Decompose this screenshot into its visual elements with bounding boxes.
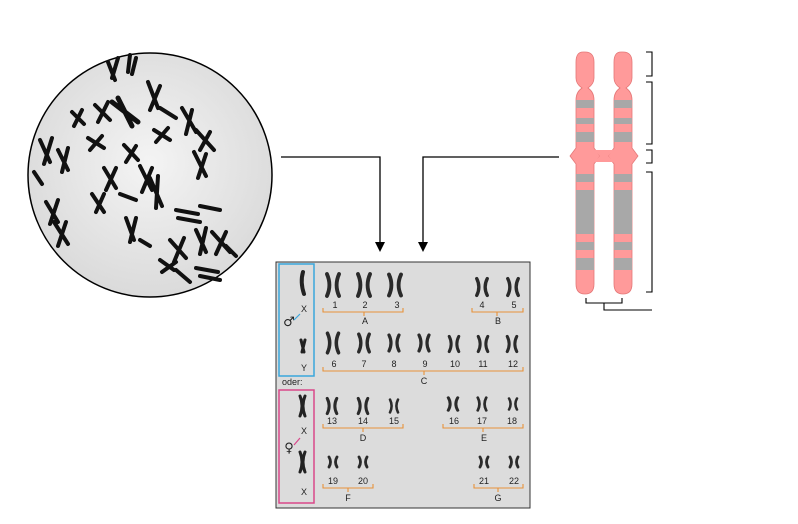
group-C-label: C (421, 376, 428, 386)
label-17: 17 (477, 416, 487, 426)
label-12: 12 (508, 359, 518, 369)
label-16: 16 (449, 416, 459, 426)
chromosome-diagram (569, 51, 653, 311)
bracket-group-B (471, 308, 524, 316)
label-19: 19 (328, 476, 338, 486)
arrow-from-microscope (281, 156, 385, 252)
bracket-group-A (322, 308, 404, 316)
female-x1-label: X (301, 426, 307, 436)
bracket-group-E (442, 424, 524, 432)
group-A-label: A (362, 316, 368, 326)
male-symbol-icon: ♂ (283, 315, 295, 330)
label-3: 3 (394, 300, 399, 310)
label-21: 21 (479, 476, 489, 486)
label-2: 2 (362, 300, 367, 310)
label-7: 7 (361, 359, 366, 369)
bracket-chromatids (585, 298, 652, 311)
group-D-label: D (360, 433, 367, 443)
bracket-group-D (322, 424, 404, 432)
female-x2-label: X (301, 487, 307, 497)
chromatid-left (569, 51, 601, 295)
group-B-label: B (495, 316, 501, 326)
male-x-label: X (301, 304, 307, 314)
label-9: 9 (422, 359, 427, 369)
label-20: 20 (358, 476, 368, 486)
label-18: 18 (507, 416, 517, 426)
label-13: 13 (327, 416, 337, 426)
label-14: 14 (358, 416, 368, 426)
female-x-chromosome-2 (298, 450, 307, 474)
group-G-label: G (494, 493, 501, 503)
female-symbol-icon: ♀ (284, 441, 294, 456)
label-10: 10 (450, 359, 460, 369)
male-frame (278, 263, 315, 377)
chromatid-right (607, 51, 639, 295)
label-11: 11 (478, 359, 487, 369)
label-4: 4 (479, 300, 484, 310)
connector-arrows (281, 156, 559, 252)
metaphase-chromosome-spread (32, 53, 238, 284)
label-15: 15 (389, 416, 399, 426)
bracket-group-G (473, 484, 524, 492)
label-1: 1 (332, 300, 337, 310)
female-frame (278, 389, 315, 504)
bracket-group-C (322, 367, 524, 375)
bracket-centromere (646, 149, 653, 164)
region-brackets (585, 51, 653, 311)
group-F-label: F (345, 493, 351, 503)
label-5: 5 (511, 300, 516, 310)
female-x-chromosome-1 (298, 394, 307, 418)
karyogram-panel: X Y ♂ oder: X X ♀ 1 2 3 4 5 A B (275, 261, 531, 509)
bracket-long-arm (646, 171, 653, 293)
label-22: 22 (509, 476, 519, 486)
male-pointer-line (293, 313, 301, 321)
bracket-telomere (646, 51, 653, 77)
group-E-label: E (481, 433, 487, 443)
female-pointer-line (293, 437, 301, 446)
centromere-constriction (594, 150, 614, 162)
bracket-short-arm (646, 81, 653, 145)
label-8: 8 (391, 359, 396, 369)
bracket-group-F (322, 484, 374, 492)
male-x-chromosome (299, 270, 306, 296)
separator-label: oder: (282, 377, 303, 387)
male-y-label: Y (301, 363, 307, 373)
male-y-chromosome (299, 338, 307, 354)
arrow-from-chromosome (418, 156, 559, 252)
microscope-view (27, 52, 273, 298)
label-6: 6 (331, 359, 336, 369)
